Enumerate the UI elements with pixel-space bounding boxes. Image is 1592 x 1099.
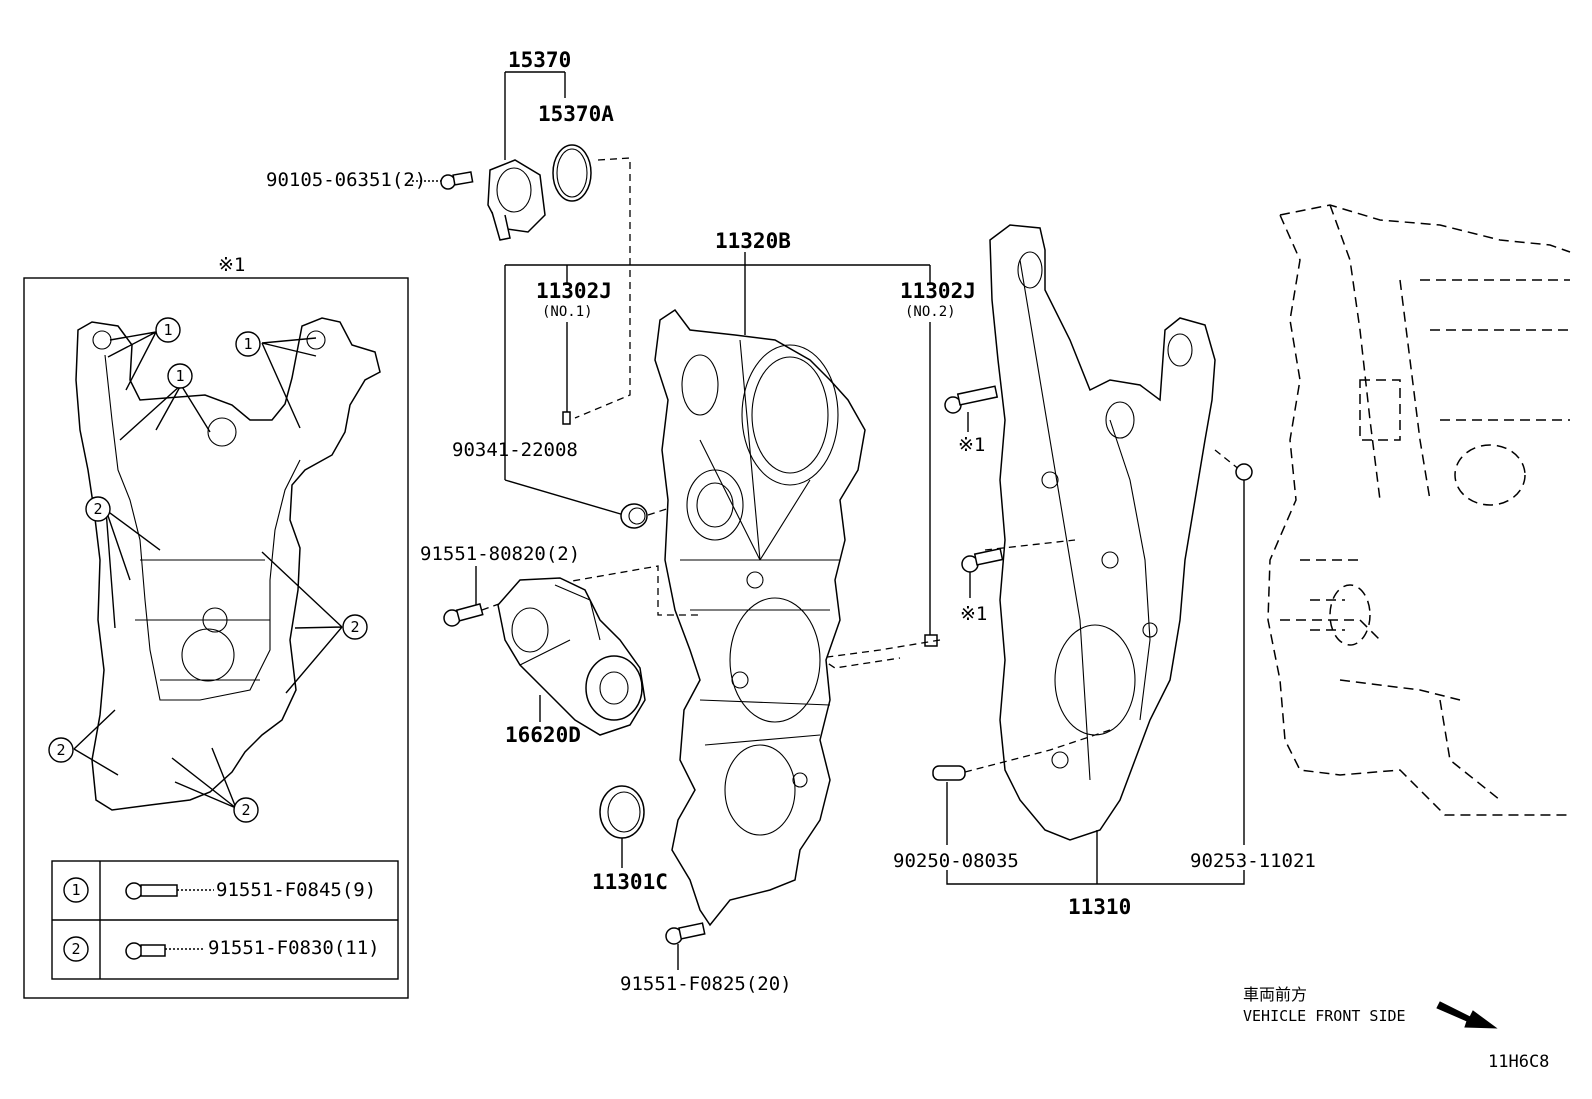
callout-2-c: 2 (48, 737, 74, 763)
label-11302J-no1-sub: (NO.1) (542, 304, 593, 320)
svg-text:1: 1 (175, 367, 184, 385)
label-91551-F0825: 91551-F0825(20) (620, 973, 792, 995)
oil-control-valve (487, 159, 546, 241)
label-91551-80820: 91551-80820(2) (420, 543, 580, 565)
callout-2-d: 2 (233, 797, 259, 823)
callout-2-b: 2 (342, 614, 368, 640)
label-90250: 90250-08035 (893, 850, 1019, 872)
bolt-note1-upper: ※1 (944, 385, 999, 456)
bolt-icon (665, 922, 706, 945)
svg-text:2: 2 (350, 618, 359, 636)
label-15370A: 15370A (538, 102, 614, 126)
part-11320B-group: 11320B 11302J (NO.1) 11302J (NO.2) 90341… (452, 229, 976, 669)
bolt-icon (961, 547, 1004, 573)
label-90105: 90105-06351(2) (266, 169, 426, 191)
tensioner-16620D (497, 577, 646, 736)
label-11302J-no2-sub: (NO.2) (905, 304, 956, 320)
svg-text:1: 1 (163, 321, 172, 339)
legend-part-1: 91551-F0845(9) (216, 879, 376, 901)
label-90253: 90253-11021 (1190, 850, 1316, 872)
part-15370-group: 15370 15370A 90105-06351(2) (266, 48, 631, 419)
vehicle-front-indicator: 車両前方 VEHICLE FRONT SIDE (1243, 985, 1498, 1029)
label-11301C: 11301C (592, 870, 668, 894)
svg-text:1: 1 (243, 335, 252, 353)
front-label-jp: 車両前方 (1243, 985, 1307, 1004)
part-16620D-group: 91551-80820(2) 16620D (420, 543, 700, 747)
callout-1-b: 1 (167, 363, 193, 389)
pin-90250 (932, 765, 966, 781)
label-90341: 90341-22008 (452, 439, 578, 461)
svg-text:2: 2 (56, 741, 65, 759)
label-16620D: 16620D (505, 723, 581, 747)
oil-seal-11301C (599, 785, 645, 839)
callout-1-a: 1 (155, 317, 181, 343)
arrow-down-right-icon (1436, 1001, 1498, 1029)
callout-2-a: 2 (85, 496, 111, 522)
label-11302J-no1: 11302J (536, 279, 612, 303)
inset-panel: ※1 1 1 1 2 (23, 254, 409, 999)
engine-block-ghost (1267, 204, 1571, 816)
label-11310: 11310 (1068, 895, 1131, 919)
legend-row-2: 2 91551-F0830(11) (63, 936, 380, 962)
dowel-pin-no1 (562, 411, 571, 425)
plug-90253 (1235, 463, 1253, 481)
bolt-legend-table: 1 91551-F0845(9) 2 91551-F0830(11) (51, 860, 399, 980)
plug-90341 (620, 503, 648, 529)
bolt-icon (443, 603, 484, 627)
bolt-icon (944, 385, 999, 414)
legend-row-1: 1 91551-F0845(9) (63, 877, 376, 903)
svg-text:1: 1 (71, 881, 80, 899)
timing-cover-11310 (989, 224, 1216, 841)
diagram-code: 11H6C8 (1488, 1052, 1549, 1072)
inset-title: ※1 (218, 254, 245, 276)
front-label-en: VEHICLE FRONT SIDE (1243, 1007, 1406, 1025)
part-91551-F0825-group: 91551-F0825(20) (620, 922, 792, 995)
label-11320B: 11320B (715, 229, 791, 253)
note1-upper: ※1 (958, 434, 985, 456)
timing-chain-cover (654, 308, 866, 927)
bolt-icon (125, 882, 178, 900)
svg-text:2: 2 (71, 940, 80, 958)
svg-text:2: 2 (93, 500, 102, 518)
label-15370: 15370 (508, 48, 571, 72)
bolt-icon (125, 942, 166, 960)
bolt-icon (440, 171, 474, 190)
part-11301C-group: 11301C (592, 785, 668, 894)
bolt-note1-lower: ※1 (960, 547, 1004, 625)
legend-part-2: 91551-F0830(11) (208, 937, 380, 959)
inset-cover-outline (75, 317, 381, 811)
svg-text:2: 2 (241, 801, 250, 819)
note1-lower: ※1 (960, 603, 987, 625)
callout-1-c: 1 (235, 331, 261, 357)
o-ring-15370A (552, 144, 592, 202)
label-11302J-no2: 11302J (900, 279, 976, 303)
